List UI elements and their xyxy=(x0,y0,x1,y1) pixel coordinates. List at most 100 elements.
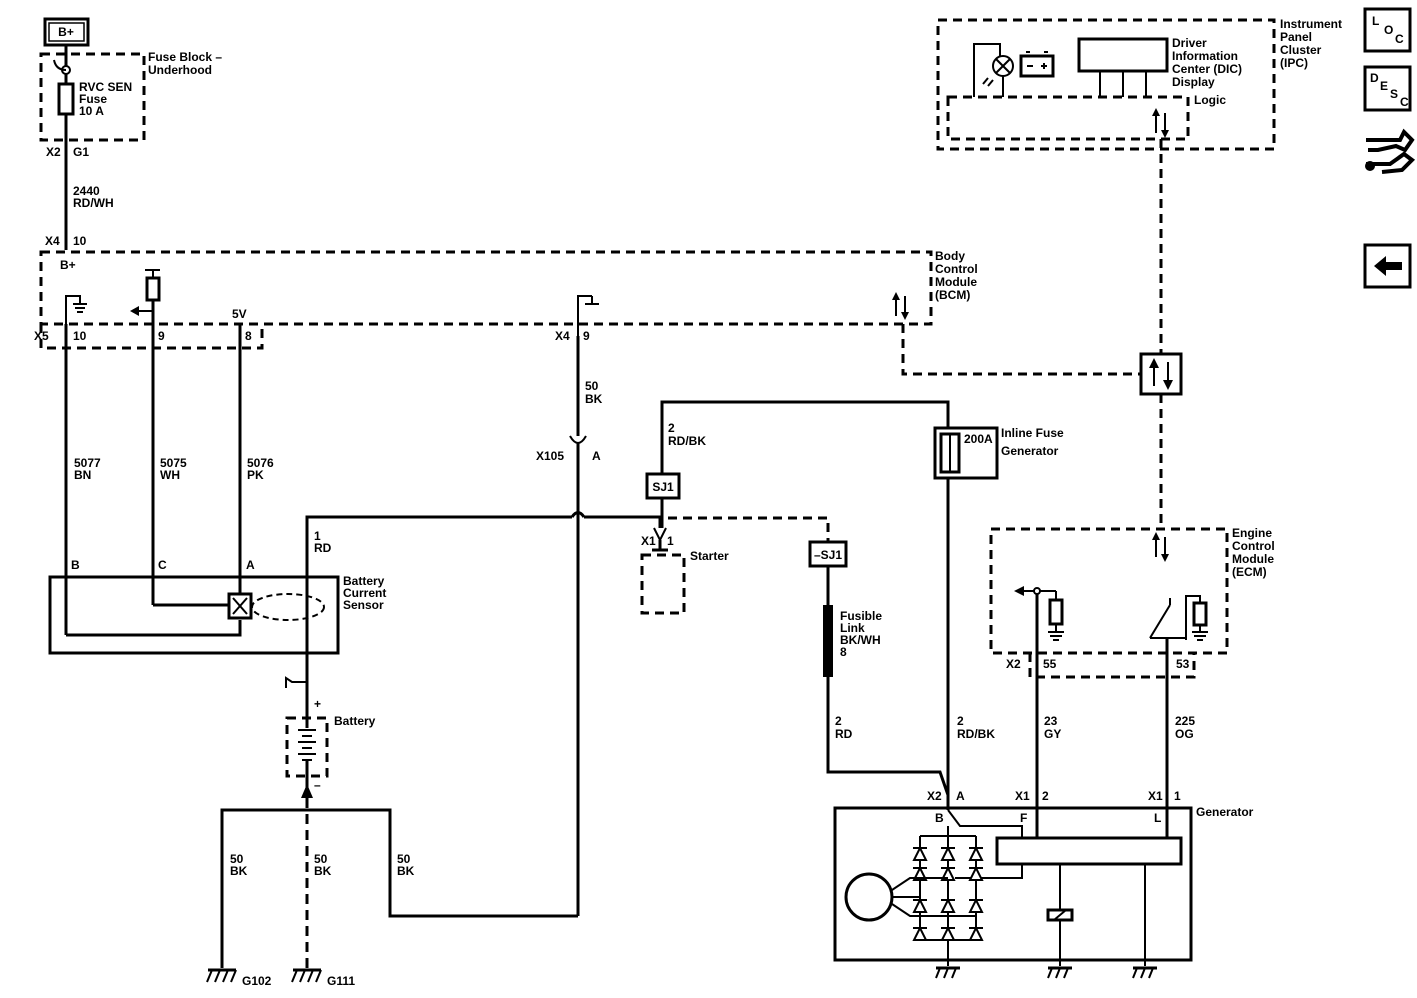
gen-conn-x2: X2 xyxy=(927,789,942,803)
fuse-block-title-l1: Fuse Block – xyxy=(148,50,222,64)
battery-plus: + xyxy=(314,697,321,711)
bcm-bplus: B+ xyxy=(60,258,76,272)
wire-2440-num: 2440 xyxy=(73,184,100,198)
battery-minus: – xyxy=(314,778,321,792)
wire-2440-color: RD/WH xyxy=(73,196,114,210)
ipc-title-l4: (IPC) xyxy=(1280,56,1308,70)
x105-pin: A xyxy=(592,449,601,463)
bcm-title-l3: Module xyxy=(935,275,977,289)
wire-5077-color: BN xyxy=(74,468,91,482)
wire-5075-num: 5075 xyxy=(160,456,187,470)
gen-pin-2: 2 xyxy=(1042,789,1049,803)
ground-g102-label: G102 xyxy=(242,974,272,988)
serial-data-hub xyxy=(1139,352,1183,396)
sensor-title-l1: Battery xyxy=(343,574,385,588)
back-button[interactable] xyxy=(1363,243,1412,289)
ground-wire-1-color: BK xyxy=(230,864,248,878)
wire-1-rd xyxy=(305,515,572,720)
starter-label: Starter xyxy=(690,549,729,563)
fuse-conn-x2: X2 xyxy=(46,145,61,159)
bcm-5v: 5V xyxy=(232,307,247,321)
gen-conn-x1a: X1 xyxy=(1015,789,1030,803)
ground-wire-2-num: 50 xyxy=(314,852,328,866)
ipc-title-l3: Cluster xyxy=(1280,43,1322,57)
desc-letter-d: D xyxy=(1370,71,1379,85)
description-button[interactable]: D E S C xyxy=(1363,65,1412,112)
ecm-title-l4: (ECM) xyxy=(1232,565,1267,579)
sensor-pin-b: B xyxy=(71,558,80,572)
wire-5076-color: PK xyxy=(247,468,264,482)
bcm-conn-x4: X4 xyxy=(45,234,60,248)
ecm-title-l3: Module xyxy=(1232,552,1274,566)
wire-2-rdbk-color: RD/BK xyxy=(957,727,995,741)
splice-sj1-b xyxy=(808,540,848,568)
fuse-block-underhood: Fuse Block – Underhood RVC SEN Fuse 10 A xyxy=(39,50,222,142)
battery-label: Battery xyxy=(334,714,376,728)
desc-letter-c: C xyxy=(1400,95,1409,109)
battery-current-sensor: B C A Battery Current Sensor xyxy=(48,558,386,655)
ecm-title-l1: Engine xyxy=(1232,526,1272,540)
wire-2-rd-color: RD xyxy=(835,727,853,741)
ipc-title-l2: Panel xyxy=(1280,30,1312,44)
ipc-title-l1: Instrument xyxy=(1280,17,1342,31)
fusible-link-l4: 8 xyxy=(840,645,847,659)
loc-letter-o: O xyxy=(1384,23,1393,37)
bcm-pin-10: 10 xyxy=(73,234,87,248)
ground-g111-label: G111 xyxy=(327,974,355,988)
connector-icon xyxy=(1365,128,1416,174)
fuse-name: RVC SEN xyxy=(79,80,132,94)
gen-term-b: B xyxy=(935,811,944,825)
bplus-source: B+ xyxy=(43,17,90,58)
dic-l2: Information xyxy=(1172,49,1238,63)
gen-term-l: L xyxy=(1154,811,1161,825)
sensor-pin-c: C xyxy=(158,558,167,572)
starter-pin: 1 xyxy=(667,534,674,548)
body-control-module: B+ Body Control Module (BCM) 5V xyxy=(39,249,978,350)
bcm-title-l1: Body xyxy=(935,249,965,263)
inline-fuse-title-l1: Inline Fuse xyxy=(1001,426,1064,440)
wire-225-color: OG xyxy=(1175,727,1194,741)
pullup-resistor xyxy=(145,276,161,302)
battery: Battery + – xyxy=(285,676,376,792)
bcm-pin-9: 9 xyxy=(158,329,165,343)
sensor-title-l3: Sensor xyxy=(343,598,384,612)
instrument-panel-cluster: Instrument Panel Cluster (IPC) Driver In… xyxy=(936,17,1342,151)
ipc-logic: Logic xyxy=(1194,93,1226,107)
fuse-word: Fuse xyxy=(79,92,107,106)
bplus-label: B+ xyxy=(58,25,74,39)
connector-view-button[interactable] xyxy=(1365,128,1416,174)
ground-g102: G102 xyxy=(206,968,272,988)
inline-fuse-generator: 200A Inline Fuse Generator xyxy=(933,426,1064,480)
wire-50-top-color: BK xyxy=(585,392,603,406)
gen-conn-x1b: X1 xyxy=(1148,789,1163,803)
ecm-title-l2: Control xyxy=(1232,539,1275,553)
wire-2-rdbk-num: 2 xyxy=(957,714,964,728)
dic-l3: Center (DIC) xyxy=(1172,62,1242,76)
fuse-pin-g1: G1 xyxy=(73,145,89,159)
voltage-regulator xyxy=(995,836,1183,866)
wire-50-top-num: 50 xyxy=(585,379,599,393)
wire-2-rd-num: 2 xyxy=(835,714,842,728)
gen-pin-a: A xyxy=(956,789,965,803)
starter-conn: X1 xyxy=(641,534,656,548)
bcm-conn-x5: X5 xyxy=(34,329,49,343)
sensor-pin-a: A xyxy=(246,558,255,572)
fuse-rating: 10 A xyxy=(79,104,104,118)
desc-letter-e: E xyxy=(1380,79,1388,93)
bcm-pin-8: 8 xyxy=(245,329,252,343)
battery-warning-icon xyxy=(1019,54,1055,78)
fuse-block-title-l2: Underhood xyxy=(148,63,212,77)
wire-1-color: RD xyxy=(314,541,332,555)
splice-sj1-label: SJ1 xyxy=(652,480,674,494)
ground-wire-2-color: BK xyxy=(314,864,332,878)
rvc-sen-fuse xyxy=(57,82,75,116)
loc-letter-l: L xyxy=(1372,14,1379,28)
location-button[interactable]: L O C xyxy=(1363,7,1412,53)
wire-5076-num: 5076 xyxy=(247,456,274,470)
bcm-title-l2: Control xyxy=(935,262,978,276)
generator-title: Generator xyxy=(1196,805,1254,819)
splice-sj1 xyxy=(645,472,681,500)
dic-display xyxy=(1077,37,1169,73)
x105-conn: X105 xyxy=(536,449,564,463)
